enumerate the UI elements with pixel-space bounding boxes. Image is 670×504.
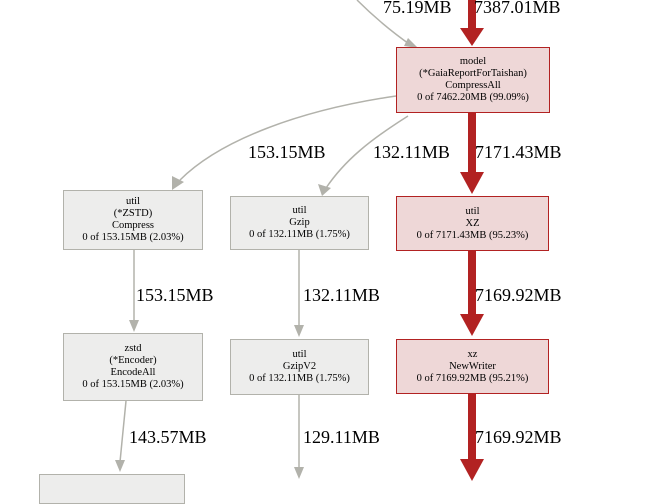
node-stats: 0 of 153.15MB (2.03%): [82, 379, 184, 390]
edge-model-to-zstd[interactable]: [179, 95, 397, 181]
node-stats: 0 of 7171.43MB (95.23%): [416, 229, 529, 241]
node-util-xz[interactable]: util XZ 0 of 7171.43MB (95.23%): [396, 196, 549, 251]
edge-zstd-to-encoder-arrowhead: [129, 320, 139, 332]
edge-newwriter-out-arrowhead: [460, 459, 484, 481]
node-stats: 0 of 7169.92MB (95.21%): [416, 372, 529, 384]
edge-label-gzip-to-gzipv2: 132.11MB: [303, 285, 380, 305]
node-stats: 0 of 132.11MB (1.75%): [249, 373, 350, 384]
edge-encoder-out-arrowhead: [115, 460, 125, 472]
edge-label-gzipv2-out: 129.11MB: [303, 427, 380, 447]
node-package: util: [292, 349, 307, 360]
node-stats: 0 of 153.15MB (2.03%): [82, 232, 184, 243]
node-package: xz: [467, 348, 478, 360]
node-package: zstd: [124, 343, 142, 354]
call-graph: 75.19MB 7387.01MB 153.15MB 132.11MB 7171…: [39, 0, 562, 504]
node-stats: 0 of 132.11MB (1.75%): [249, 229, 350, 240]
node-util-gzip[interactable]: util Gzip 0 of 132.11MB (1.75%): [230, 196, 369, 250]
edge-label-xz-to-newwriter: 7169.92MB: [475, 285, 562, 305]
node-function: GzipV2: [282, 361, 317, 372]
edge-label-top-left: 75.19MB: [383, 0, 452, 17]
node-function: XZ: [465, 217, 480, 229]
edge-gzip-to-gzipv2-arrowhead: [294, 325, 304, 337]
edge-xz-to-newwriter-arrowhead: [460, 314, 484, 336]
edge-label-newwriter-out: 7169.92MB: [475, 427, 562, 447]
edge-label-model-to-zstd: 153.15MB: [248, 142, 326, 162]
edge-label-model-to-gzip: 132.11MB: [373, 142, 450, 162]
node-util-zstd-compress[interactable]: util (*ZSTD) Compress 0 of 153.15MB (2.0…: [63, 190, 203, 250]
edge-encoder-out[interactable]: [119, 400, 127, 463]
node-function: Gzip: [289, 217, 310, 228]
node-xz-newwriter[interactable]: xz NewWriter 0 of 7169.92MB (95.21%): [396, 339, 549, 394]
edge-label-model-to-xz: 7171.43MB: [475, 142, 562, 162]
node-util-gzipv2[interactable]: util GzipV2 0 of 132.11MB (1.75%): [230, 339, 369, 395]
edge-top-left-arrowhead: [404, 38, 418, 48]
node-function: Compress: [112, 220, 154, 231]
node-function: EncodeAll: [110, 367, 156, 378]
edge-label-top-right: 7387.01MB: [474, 0, 561, 17]
node-zstd-encoder-encodeall[interactable]: zstd (*Encoder) EncodeAll 0 of 153.15MB …: [63, 333, 203, 401]
edge-top-right-arrowhead: [460, 28, 484, 46]
node-partial-bottom[interactable]: [39, 474, 185, 504]
node-package: model: [459, 56, 487, 67]
edge-gzipv2-out-arrowhead: [294, 467, 304, 479]
node-function: CompressAll: [445, 80, 501, 91]
edge-layer: [115, 0, 484, 481]
edge-label-encoder-out: 143.57MB: [129, 427, 207, 447]
edge-label-zstd-to-encoder: 153.15MB: [136, 285, 214, 305]
node-receiver: (*GaiaReportForTaishan): [419, 68, 527, 79]
node-receiver: (*Encoder): [109, 355, 157, 366]
node-function: NewWriter: [449, 360, 496, 372]
edge-model-to-gzip[interactable]: [325, 115, 409, 189]
edge-model-to-xz-arrowhead: [460, 172, 484, 194]
edge-model-to-zstd-arrowhead: [172, 176, 184, 190]
node-package: util: [125, 196, 140, 207]
edge-model-to-gzip-arrowhead: [318, 184, 331, 196]
node-stats: 0 of 7462.20MB (99.09%): [417, 92, 529, 103]
node-package: util: [465, 205, 480, 217]
node-package: util: [292, 205, 307, 216]
node-receiver: (*ZSTD): [113, 208, 153, 219]
node-model-compressall[interactable]: model (*GaiaReportForTaishan) CompressAl…: [396, 47, 550, 113]
